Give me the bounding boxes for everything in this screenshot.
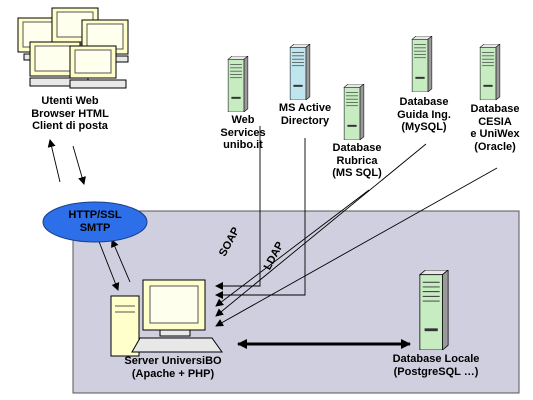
database-rubrica-label-line: Rubrica (336, 154, 378, 167)
database-cesia-server-icon (479, 44, 501, 100)
database-guida-label: Database Guida Ing. (MySQL) (388, 96, 460, 134)
web-services-label-line: Services (220, 126, 266, 139)
database-cesia-label: Database CESIA e UniWex (Oracle) (460, 103, 530, 153)
server-universibo-label: Server UniversiBO (Apache + PHP) (118, 355, 228, 380)
protocol-label-line: SMTP (79, 222, 111, 234)
database-rubrica-label-line: Database (332, 142, 382, 154)
web-services-label: Web Services unibo.it (216, 114, 270, 152)
edge-web-services (215, 126, 261, 290)
database-cesia-label-line: (Oracle) (474, 140, 516, 153)
database-locale-label-line: Database Locale (392, 353, 480, 365)
database-guida-label-line: Database (399, 96, 449, 108)
database-locale-label: Database Locale (PostgreSQL …) (382, 353, 490, 378)
web-services-server-icon (227, 56, 249, 112)
database-rubrica-label-line: (MS SQL) (332, 167, 382, 179)
clients-label: Utenti Web Browser HTML Client di posta (22, 95, 118, 133)
database-rubrica-label: Database Rubrica (MS SQL) (322, 142, 392, 180)
protocol-label: HTTP/SSL SMTP (55, 209, 135, 235)
edge-clients-to-protocol (72, 145, 86, 185)
database-rubrica-server-icon (343, 84, 365, 140)
edge-protocol-to-clients (47, 139, 61, 183)
edge-database-rubrica (215, 189, 370, 307)
clients-label-line: Browser HTML (31, 107, 109, 120)
protocol-oval (42, 201, 148, 243)
server-universibo-label-line: (Apache + PHP) (131, 367, 215, 380)
database-guida-label-line: Guida Ing. (397, 108, 451, 121)
edge-database-cesia (215, 167, 498, 327)
server-universibo-label-line: Server UniversiBO (124, 355, 222, 367)
protocol-label-line: HTTP/SSL (68, 209, 122, 221)
web-services-label-line: Web (231, 114, 255, 126)
ms-active-directory-server-icon (289, 44, 311, 100)
edge-ms-active-directory (215, 138, 306, 299)
ms-active-directory-label: MS Active Directory (270, 102, 340, 127)
clients-label-line: Client di posta (32, 120, 108, 132)
database-guida-label-line: (MySQL) (401, 121, 447, 133)
edge-server-to-protocol (111, 239, 131, 283)
web-services-label-line: unibo.it (223, 139, 263, 151)
client-workstations-icon (17, 7, 129, 89)
edge-protocol-to-server (97, 238, 120, 291)
database-locale-server-icon (419, 270, 449, 350)
ms-active-directory-label-line: MS Active (278, 102, 332, 114)
database-cesia-label-line: e UniWex (470, 128, 520, 140)
database-locale-label-line: (PostgreSQL …) (393, 365, 479, 378)
server-universibo-icon (110, 279, 223, 357)
database-cesia-label-line: Database (470, 103, 520, 115)
clients-label-line: Utenti Web (41, 95, 99, 107)
edge-database-guida (215, 143, 427, 317)
database-cesia-label-line: CESIA (478, 115, 512, 128)
database-guida-server-icon (411, 36, 433, 92)
ms-active-directory-label-line: Directory (280, 114, 330, 127)
